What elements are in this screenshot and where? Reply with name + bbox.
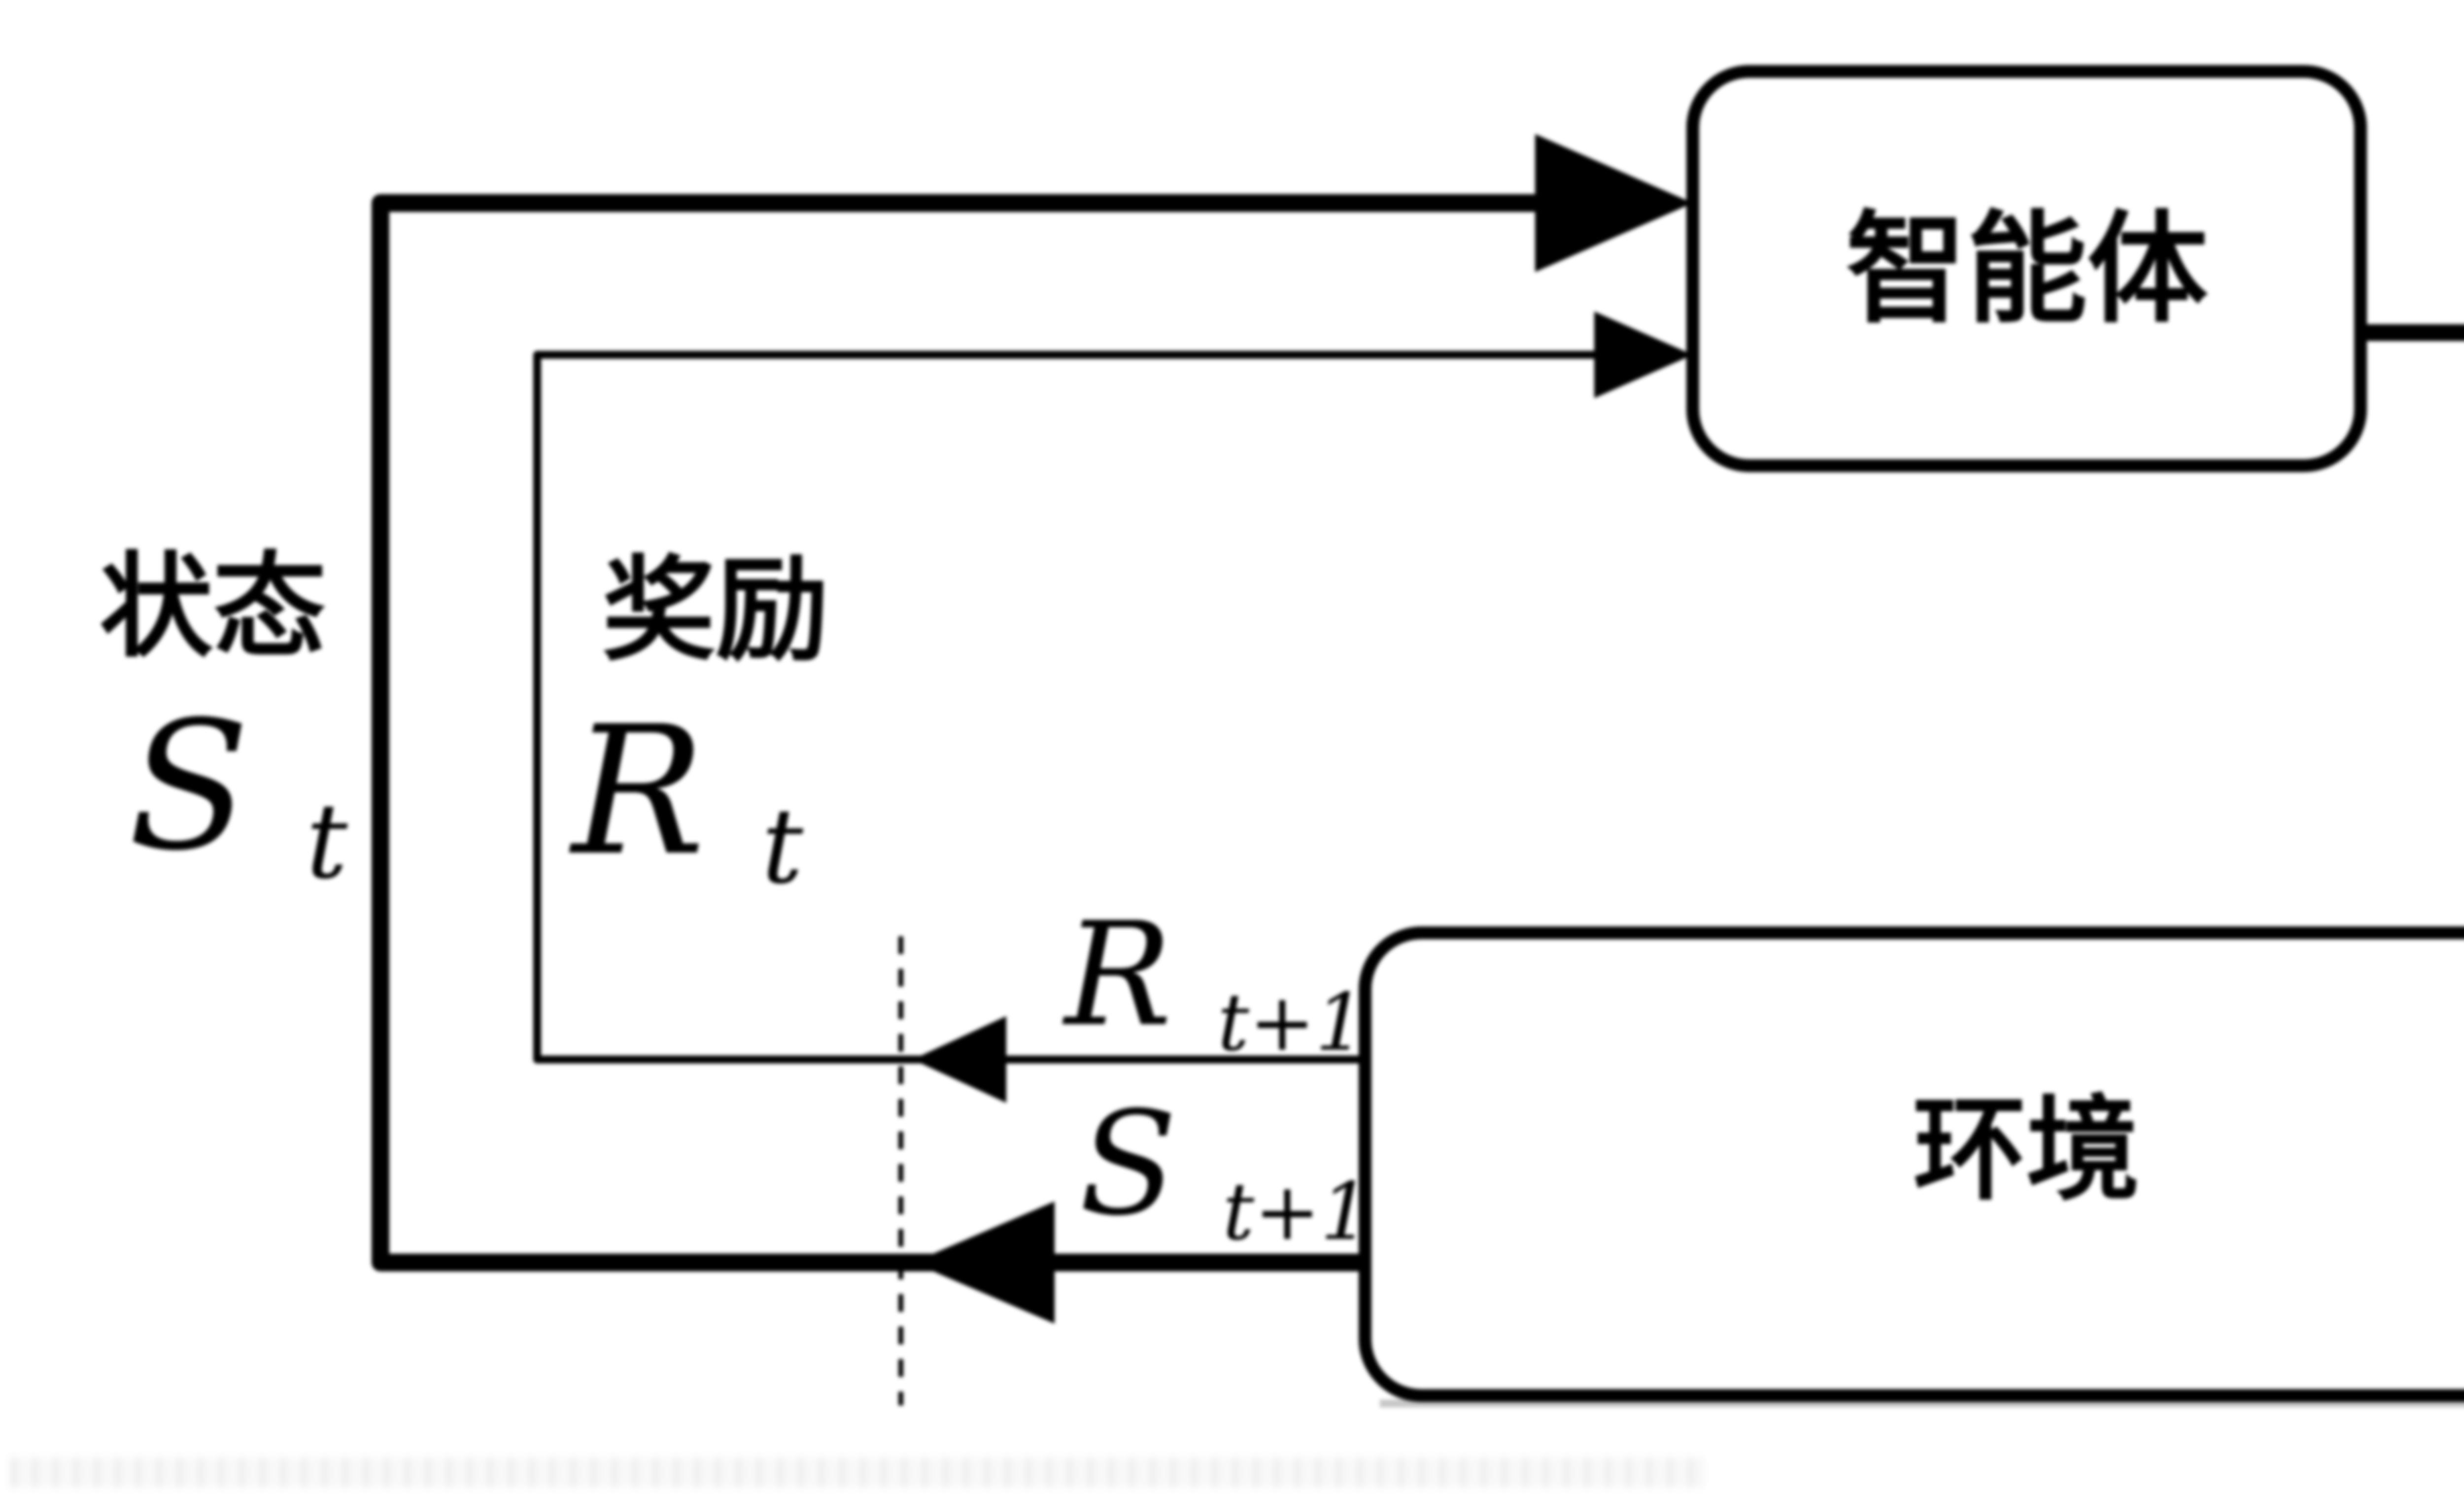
state-caption: 状态 (100, 540, 326, 673)
next-reward-arrowhead-at-boundary (913, 1016, 1006, 1103)
next-state-arrowhead-at-boundary (913, 1201, 1055, 1324)
next-state-label: S t+1 (1079, 1081, 1370, 1258)
cropped-caption-smudge (12, 1458, 1703, 1487)
next-state-subscript: t+1 (1223, 1165, 1370, 1258)
environment-box (1359, 926, 2464, 1402)
agent-label: 智能体 (1846, 198, 2208, 340)
next-reward-subscript: t+1 (1218, 976, 1366, 1068)
state-symbol-subscript: t (306, 781, 348, 902)
reward-arrowhead-into-agent (1594, 311, 1693, 398)
reward-symbol-subscript: t (762, 786, 804, 907)
agent-box (1686, 65, 2367, 472)
next-state-symbol: S (1079, 1081, 1177, 1247)
next-reward-label: R t+1 (1062, 892, 1365, 1068)
environment-label: 环境 (1913, 1083, 2140, 1216)
environment-shadow (1380, 1400, 2464, 1407)
state-loop-line (372, 194, 1641, 1271)
reward-caption: 奖励 (602, 544, 829, 677)
state-arrowhead-into-agent (1535, 134, 1693, 272)
state-symbol: S t (128, 683, 348, 902)
next-reward-symbol: R (1062, 892, 1172, 1058)
reward-symbol: R t (569, 688, 803, 907)
reward-symbol-main: R (569, 688, 705, 894)
state-symbol-main: S (128, 683, 250, 889)
